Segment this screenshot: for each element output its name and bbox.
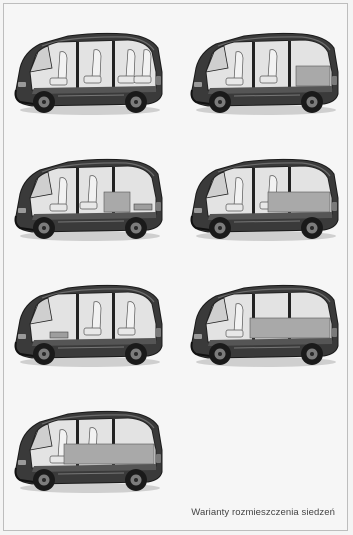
cargo-area (64, 444, 154, 464)
seat-cushion (84, 76, 101, 83)
seat-cushion (80, 202, 97, 209)
seat-cushion (226, 204, 243, 211)
seat-cushion (118, 328, 135, 335)
car-diagram-variant-1 (8, 28, 168, 118)
car-illustration (184, 28, 344, 118)
car-illustration (8, 406, 168, 496)
seat-cushion (50, 204, 67, 211)
cargo-area (268, 192, 330, 212)
figure-frame: Warianty rozmieszczenia siedzeń (3, 3, 348, 531)
car-illustration (184, 280, 344, 370)
seat-cushion (226, 78, 243, 85)
car-illustration (184, 154, 344, 244)
car-diagram-variant-3 (8, 154, 168, 244)
seat-cushion (260, 76, 277, 83)
seat-cushion (226, 330, 243, 337)
car-illustration (8, 154, 168, 244)
car-diagram-variant-7 (8, 406, 168, 496)
cargo-area (104, 192, 130, 212)
seat-cushion (118, 76, 135, 83)
car-illustration (8, 280, 168, 370)
folded-seat (134, 204, 152, 210)
seat-cushion (134, 76, 151, 83)
seat-cushion (50, 78, 67, 85)
car-diagram-variant-4 (184, 154, 344, 244)
car-illustration (8, 28, 168, 118)
car-diagram-variant-2 (184, 28, 344, 118)
cargo-area (250, 318, 330, 338)
seat-cushion (84, 328, 101, 335)
car-diagram-variant-6 (184, 280, 344, 370)
cargo-area (296, 66, 330, 86)
figure-caption: Warianty rozmieszczenia siedzeń (191, 507, 335, 518)
car-diagram-variant-5 (8, 280, 168, 370)
folded-seat (50, 332, 68, 338)
